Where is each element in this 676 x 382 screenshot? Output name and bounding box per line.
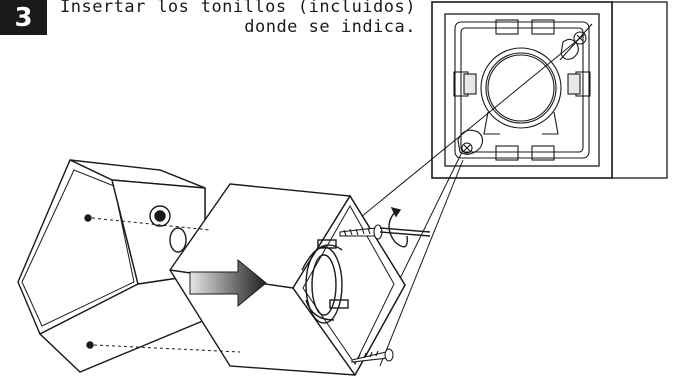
screw-bottom-icon bbox=[351, 348, 394, 363]
wall-light-housing bbox=[17, 159, 206, 373]
step-instruction-text: Insertar los tonillos (incluidos) donde … bbox=[60, 0, 416, 37]
screwdriver-icon bbox=[379, 227, 431, 237]
insert-direction-arrow-icon bbox=[189, 258, 267, 308]
detail-inset bbox=[431, 1, 668, 179]
clockwise-rotation-icon bbox=[388, 206, 408, 248]
step-number-badge: 3 bbox=[0, 0, 47, 35]
alignment-lines bbox=[91, 217, 241, 353]
